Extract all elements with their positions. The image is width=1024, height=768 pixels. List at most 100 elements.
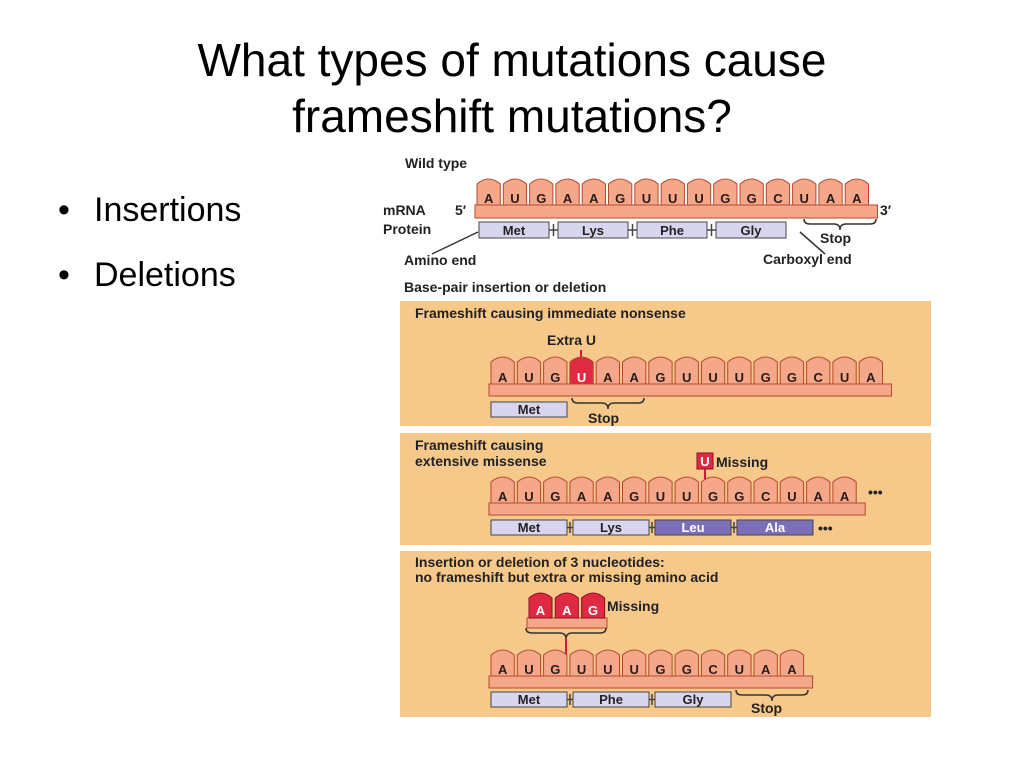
panel-3-base-letter: U bbox=[603, 662, 612, 677]
wild-base-tab bbox=[581, 178, 606, 206]
panel-1-backbone bbox=[488, 383, 892, 397]
panel-1-base-tab bbox=[806, 356, 831, 385]
panel-3-base-tab bbox=[595, 649, 620, 677]
panel-2-base-letter: G bbox=[629, 489, 639, 504]
panel-2-base-letter: U bbox=[656, 489, 665, 504]
wild-base-letter: G bbox=[615, 191, 625, 206]
panel-1-base-tab bbox=[779, 356, 805, 385]
wild-base-letter: A bbox=[852, 191, 862, 206]
panel-2-base-tab bbox=[779, 476, 805, 504]
mrna-label: mRNA bbox=[383, 202, 426, 218]
panel-3-title-line-2: no frameshift but extra or missing amino… bbox=[415, 569, 718, 585]
slide-title: What types of mutations cause frameshift… bbox=[0, 32, 1024, 144]
carboxyl-end-label: Carboxyl end bbox=[763, 251, 852, 267]
panel-3-missing-base-tab bbox=[528, 592, 553, 619]
panel-3-base-letter: A bbox=[498, 662, 508, 677]
panel-3-stop-label: Stop bbox=[751, 700, 782, 716]
wild-backbone bbox=[474, 204, 878, 219]
bullet-dot-icon: • bbox=[58, 191, 70, 229]
panel-1-amino-acid-label: Met bbox=[518, 402, 541, 417]
panel-2-amino-acid-box bbox=[736, 519, 814, 536]
panel-3-base-tab bbox=[753, 649, 778, 677]
panel-2-callout: Missing bbox=[716, 454, 768, 470]
wild-base-tab bbox=[844, 178, 869, 206]
panel-3-missing-base-letter: A bbox=[562, 603, 572, 618]
panel-1-base-tab bbox=[648, 356, 673, 385]
wild-base-tab bbox=[686, 178, 712, 206]
panel-1-base-letter: U bbox=[840, 370, 849, 385]
panel-2-amino-acid-label: Met bbox=[518, 520, 541, 535]
wild-base-tab bbox=[529, 178, 554, 206]
panel-1-base-letter: U bbox=[735, 370, 744, 385]
panel-2-base-letter: U bbox=[682, 489, 691, 504]
panel-3-amino-acid-label: Gly bbox=[683, 692, 705, 707]
wild-base-tab bbox=[660, 178, 685, 206]
wild-base-tab bbox=[555, 178, 580, 206]
wild-base-letter: A bbox=[589, 191, 599, 206]
wild-base-tab bbox=[608, 178, 633, 206]
panel-3-amino-acid-box bbox=[654, 691, 732, 708]
wild-base-tab bbox=[818, 178, 843, 206]
panel-3-base-letter: U bbox=[735, 662, 744, 677]
panel-2-base-tab bbox=[569, 476, 594, 504]
panel-3-missing-base-tab bbox=[581, 592, 606, 619]
panel-1-base-tab bbox=[543, 356, 568, 385]
panel-1-protein: Met bbox=[490, 401, 568, 418]
wild-base-tab bbox=[765, 178, 791, 206]
wild-base-letter: U bbox=[510, 191, 519, 206]
wild-amino-acid-box bbox=[715, 221, 787, 239]
panel-2-base-letter: A bbox=[577, 489, 587, 504]
panel-3-base-tab bbox=[700, 649, 726, 677]
panel-3-base-letter: A bbox=[761, 662, 771, 677]
amino-end-label: Amino end bbox=[404, 252, 476, 268]
panel-3-base-tab bbox=[648, 649, 673, 677]
panel-3-callout: Missing bbox=[607, 598, 659, 614]
wild-amino-acid-label: Met bbox=[503, 223, 526, 238]
panel-1-base-tab bbox=[832, 356, 857, 385]
panel-1-base-tab bbox=[595, 356, 620, 385]
bullet-dot-icon: • bbox=[58, 256, 70, 294]
panel-3-base-tab bbox=[674, 649, 699, 677]
bullet-text: Deletions bbox=[94, 256, 236, 294]
panel-3-title-line-1: Insertion or deletion of 3 nucleotides: bbox=[415, 554, 665, 570]
section-header: Base-pair insertion or deletion bbox=[404, 279, 606, 295]
panel-3-base-tab bbox=[569, 649, 594, 677]
panel-3-base-tab bbox=[490, 649, 515, 677]
panel-1-stop: Stop bbox=[571, 397, 645, 426]
wild-base-letter: U bbox=[642, 191, 651, 206]
panel-2-base-tab bbox=[674, 476, 699, 504]
amino-end-pointer bbox=[431, 231, 479, 255]
panel-3-stop: Stop bbox=[735, 689, 809, 716]
panel-1-callout: Extra U bbox=[547, 332, 596, 348]
panel-1-amino-acid-box bbox=[490, 401, 568, 418]
panel-3-missing-base-tab bbox=[554, 592, 579, 619]
panel-2-base-tab bbox=[753, 476, 778, 504]
panel-3-missing-base-letter: G bbox=[588, 603, 598, 618]
panel-2-base-tab bbox=[648, 476, 673, 504]
title-line-2: frameshift mutations? bbox=[292, 90, 732, 142]
panel-3-base-letter: G bbox=[655, 662, 665, 677]
wild-base-letter: U bbox=[668, 191, 677, 206]
bullet-text: Insertions bbox=[94, 191, 242, 229]
wild-base-tab bbox=[713, 178, 738, 206]
panel-3-base-tab bbox=[516, 649, 542, 677]
panel-3-backbone bbox=[488, 675, 814, 689]
carboxyl-end-pointer bbox=[799, 231, 826, 255]
panel-3-amino-acid-label: Met bbox=[518, 692, 541, 707]
wild-base-letter: A bbox=[563, 191, 573, 206]
panel-1-base-letter: C bbox=[814, 370, 824, 385]
bullet-item: • Insertions bbox=[58, 190, 241, 230]
panel-1-base-letter: G bbox=[655, 370, 665, 385]
wild-amino-acid-label: Phe bbox=[660, 223, 684, 238]
wild-stop-label: Stop bbox=[820, 230, 851, 246]
wild-stop-brace bbox=[803, 218, 877, 231]
panel-1-base-letter: A bbox=[629, 370, 639, 385]
wild-base-letter: G bbox=[536, 191, 546, 206]
panel-2-missing-base: U bbox=[696, 452, 714, 470]
panel-1-base-letter: A bbox=[498, 370, 508, 385]
panel-2-aa-ellipsis: ••• bbox=[818, 520, 833, 536]
wild-base-tab bbox=[792, 178, 817, 206]
panel-1-base-letter: A bbox=[866, 370, 876, 385]
